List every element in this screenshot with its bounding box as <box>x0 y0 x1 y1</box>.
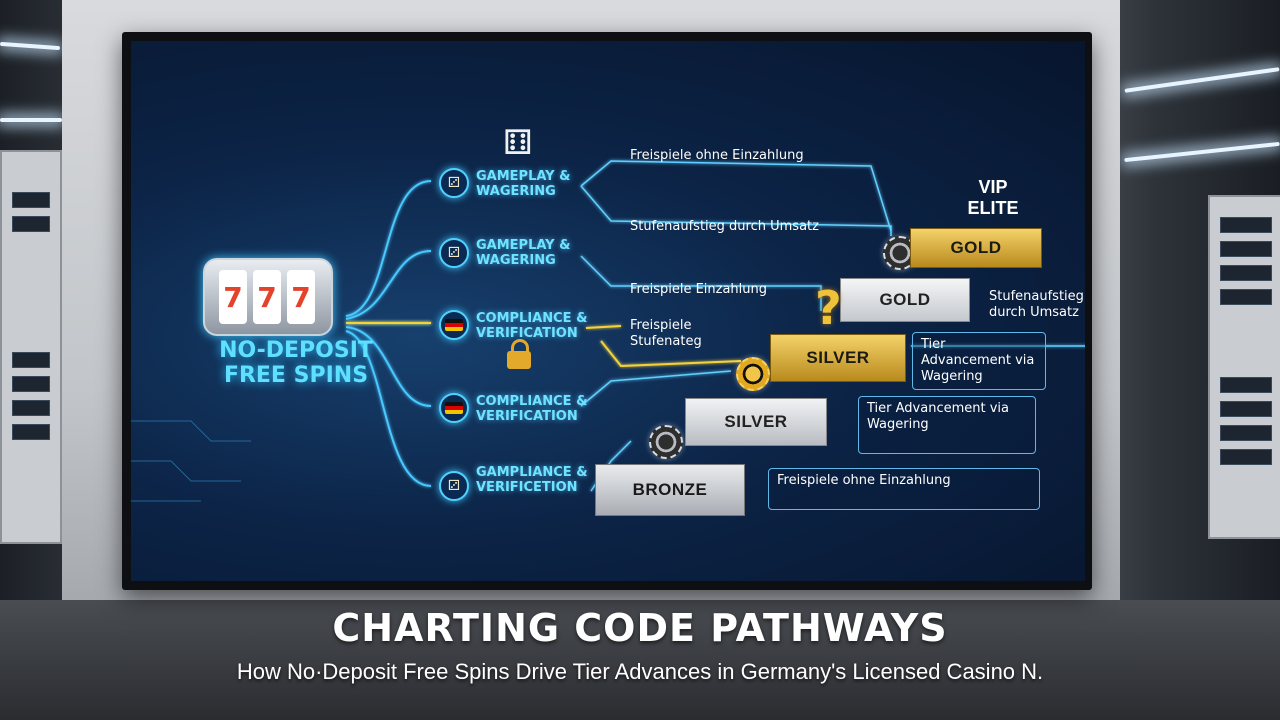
headline: CHARTING CODE PATHWAYS <box>332 606 948 650</box>
lock-icon <box>507 339 531 369</box>
dice-icon: ⚂ <box>439 238 469 268</box>
branch-label: COMPLIANCE & VERIFICATION <box>476 311 588 341</box>
pathway-label: Freispiele ohne Einzahlung <box>630 148 804 163</box>
dice-icon: ⚂ <box>439 471 469 501</box>
pathway-label: Stufenaufstieg durch Umsatz <box>630 219 819 234</box>
branch-label: GAMEPLAY & WAGERING <box>476 169 571 199</box>
info-box-silver: Tier Advancement via Wagering <box>858 396 1036 454</box>
display-screen: 7 7 7 NO-DEPOSIT FREE SPINS ⚅ ⚂ GAMEPLAY… <box>131 41 1085 581</box>
source-title: NO-DEPOSIT FREE SPINS <box>219 338 373 388</box>
pathway-label: Freispiele Einzahlung <box>630 282 768 297</box>
info-box-bronze: Freispiele ohne Einzahlung <box>768 468 1040 510</box>
ceiling-light <box>0 118 62 122</box>
german-flag-icon <box>439 393 469 423</box>
subline: How No·Deposit Free Spins Drive Tier Adv… <box>236 659 1044 684</box>
question-mark-icon: ? <box>815 281 842 335</box>
branch-label: COMPLIANCE & VERIFICATION <box>476 394 588 424</box>
tier-silver-gold: SILVER <box>770 334 906 382</box>
branch-label: GAMEPLAY & WAGERING <box>476 238 571 268</box>
casino-chip-icon <box>649 425 683 459</box>
slot-machine-icon: 7 7 7 <box>203 258 333 336</box>
floor <box>0 600 1280 720</box>
casino-chip-icon <box>736 357 770 391</box>
tier-gold-top: GOLD <box>910 228 1042 268</box>
pathway-label: Freispiele Stufenateg <box>630 318 702 349</box>
info-box-silver-gold: Tier Advancement via Wagering <box>912 332 1046 390</box>
server-rack <box>1208 195 1280 539</box>
info-box-gold: Stufenaufstieg durch Umsatz <box>989 289 1084 320</box>
tier-silver: SILVER <box>685 398 827 446</box>
tier-gold-mid: GOLD <box>840 278 970 322</box>
dice-icon: ⚂ <box>439 168 469 198</box>
german-flag-icon <box>439 310 469 340</box>
dice-icon: ⚅ <box>503 123 533 163</box>
pathway-lines <box>131 160 1085 502</box>
vip-elite-label: VIP ELITE <box>967 177 1019 218</box>
tier-bronze: BRONZE <box>595 464 745 516</box>
server-rack <box>0 150 62 544</box>
branch-label: GAMPLIANCE & VERIFICETION <box>476 465 588 495</box>
